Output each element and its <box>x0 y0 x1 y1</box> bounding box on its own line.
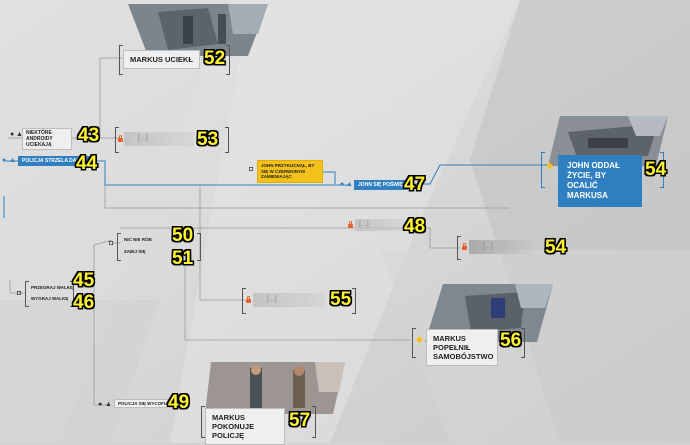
node-john-crouched[interactable]: JOHN PRZYKUCNĄŁ, BY SIĘ W CZERWONYM ZAMI… <box>257 160 323 183</box>
locked-node[interactable]: [...] <box>124 132 194 146</box>
bracket-left <box>25 281 29 307</box>
warning-triangle-icon: ▲ <box>105 401 112 408</box>
bracket-left <box>457 236 461 260</box>
node-markus-escaped[interactable]: MARKUS UCIEKŁ <box>123 50 200 69</box>
locked-node[interactable]: [...] <box>469 240 531 254</box>
bracket-right <box>225 127 229 153</box>
bullet-icon: ● <box>340 181 345 188</box>
locked-node[interactable]: [...] <box>253 293 325 307</box>
bracket-left <box>541 152 545 188</box>
bracket-right <box>312 406 316 438</box>
bracket-right <box>352 288 356 314</box>
bullet-icon: ● <box>2 157 7 164</box>
annotation-54-locked: 54 <box>545 237 567 258</box>
annotation-51: 51 <box>172 248 194 269</box>
lock-icon <box>348 221 353 228</box>
markus-defeats-police-thumbnail <box>205 362 345 414</box>
chat-bubble-icon: ◘ <box>109 240 114 247</box>
warning-triangle-icon: ▲ <box>9 157 16 164</box>
node-markus-suicide[interactable]: MARKUS POPEŁNIŁ SAMOBÓJSTWO <box>426 329 498 366</box>
markus-escaped-thumbnail <box>128 4 268 56</box>
annotation-48: 48 <box>404 216 426 237</box>
annotation-54: 54 <box>645 159 667 180</box>
john-gave-life-thumbnail <box>548 116 668 166</box>
annotation-43: 43 <box>78 125 100 146</box>
annotation-44: 44 <box>76 153 98 174</box>
node-markus-defeats-police[interactable]: MARKUS POKONUJE POLICJĘ <box>205 408 285 445</box>
annotation-49: 49 <box>168 392 190 413</box>
node-police-shoot[interactable]: POLICJA STRZELA DALEJ <box>18 156 90 166</box>
choice-surrender[interactable]: ZABIJ SIĘ <box>124 249 146 254</box>
choice-lose-fight[interactable]: PRZEGRAJ WALKĘ <box>31 285 74 290</box>
annotation-57: 57 <box>289 410 311 431</box>
bracket-right <box>521 328 525 358</box>
bracket-right <box>70 281 74 307</box>
locked-node[interactable]: [...] <box>355 219 405 231</box>
lock-icon <box>246 296 251 303</box>
annotation-56: 56 <box>500 330 522 351</box>
bracket-left <box>242 288 246 314</box>
annotation-46: 46 <box>73 292 95 313</box>
node-john-sacrifices[interactable]: JOHN SIĘ POŚWIĘCA <box>354 180 410 190</box>
annotation-52: 52 <box>204 48 226 69</box>
bracket-left <box>119 45 123 75</box>
chapter-end-icon: ◆ <box>416 334 423 344</box>
annotation-45: 45 <box>73 270 95 291</box>
choice-win-fight[interactable]: WYGRAJ WALKĘ <box>31 296 69 301</box>
chat-bubble-icon: ◘ <box>249 166 254 173</box>
annotation-47: 47 <box>404 174 426 195</box>
node-john-gave-life[interactable]: JOHN ODDAŁ ŻYCIE, BY OCALIĆ MARKUSA <box>558 155 642 207</box>
bracket-right <box>197 233 201 261</box>
node-some-androids-escape[interactable]: NIEKTÓRE ANDROIDY UCIEKAJĄ <box>22 128 72 150</box>
annotation-55: 55 <box>330 289 352 310</box>
bracket-right <box>226 45 230 75</box>
lock-icon <box>462 243 467 250</box>
chapter-end-icon: ◆ <box>546 160 553 170</box>
bracket-right <box>660 152 664 188</box>
warning-triangle-icon: ▲ <box>346 181 353 188</box>
node-police-retreat[interactable]: POLICJA SIĘ WYCOFUJE <box>114 399 177 408</box>
bracket-left <box>115 127 119 153</box>
bracket-left <box>201 406 205 438</box>
lock-icon <box>118 135 123 142</box>
warning-triangle-icon: ▲ <box>16 131 23 138</box>
bracket-left <box>117 233 121 261</box>
bullet-icon: ● <box>10 131 15 138</box>
choice-do-nothing[interactable]: NIC NIE RÓB <box>124 237 152 242</box>
bullet-icon: ● <box>98 401 103 408</box>
annotation-50: 50 <box>172 225 194 246</box>
markus-suicide-thumbnail <box>425 284 553 342</box>
annotation-53: 53 <box>197 129 219 150</box>
bracket-left <box>412 328 416 358</box>
chat-bubble-icon: ◘ <box>17 290 22 297</box>
